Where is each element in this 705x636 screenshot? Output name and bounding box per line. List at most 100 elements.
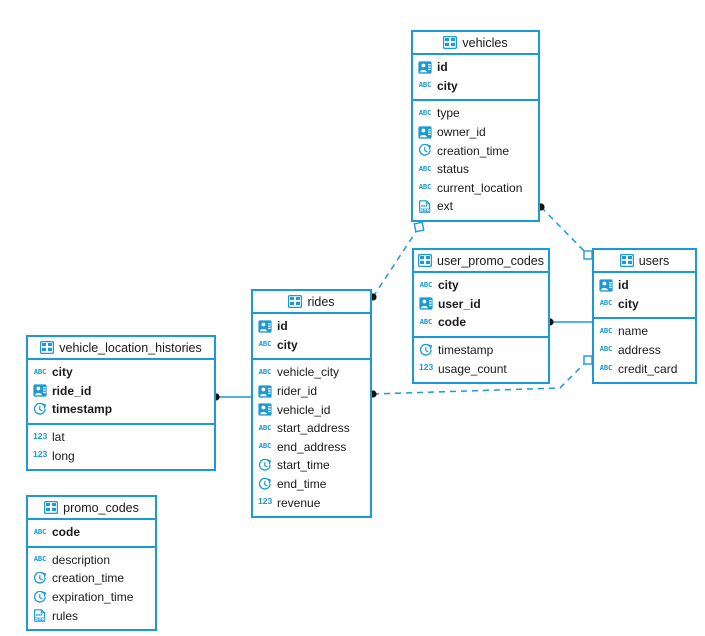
- column-row[interactable]: creation_time: [413, 141, 538, 160]
- column-label: status: [437, 162, 470, 177]
- table-header-rides[interactable]: rides: [253, 291, 370, 314]
- key-person-icon: [258, 384, 272, 398]
- key-person-icon: [418, 125, 432, 139]
- relationship-square-marker: [583, 355, 593, 365]
- column-label: end_time: [277, 477, 327, 492]
- key-person-icon: [419, 297, 433, 310]
- column-label: city: [437, 78, 458, 93]
- table-name: user_promo_codes: [437, 253, 545, 268]
- column-label: city: [52, 365, 73, 380]
- column-row[interactable]: owner_id: [413, 123, 538, 142]
- table-icon: [44, 501, 59, 514]
- key-person-icon: [258, 320, 272, 333]
- table-name: users: [638, 253, 670, 268]
- table-icon: [418, 254, 432, 267]
- abc-icon: ABC: [258, 422, 272, 432]
- primary-key-row[interactable]: user_id: [414, 295, 548, 314]
- column-row[interactable]: vehicle_id: [253, 400, 370, 419]
- column-label: usage_count: [438, 361, 507, 376]
- column-label: credit_card: [618, 361, 678, 376]
- key-person-icon: [33, 384, 47, 397]
- column-label: start_address: [277, 421, 350, 436]
- column-label: code: [438, 315, 467, 330]
- column-row[interactable]: start_time: [253, 456, 370, 475]
- column-row[interactable]: 123 lat: [28, 428, 214, 447]
- primary-key-row[interactable]: id: [594, 276, 695, 295]
- 123-icon: 123: [33, 449, 48, 460]
- table-header-users[interactable]: users: [594, 250, 695, 273]
- column-row[interactable]: creation_time: [28, 569, 155, 588]
- column-section: 123 lat 123 long: [28, 425, 214, 469]
- relationship-user_promo_codes-to-users[interactable]: [546, 318, 592, 326]
- table-header-user_promo_codes[interactable]: user_promo_codes: [414, 250, 548, 273]
- relationship-vehicle_location_histories-to-rides[interactable]: [212, 393, 251, 401]
- column-label: city: [277, 337, 298, 352]
- column-label: long: [52, 448, 75, 463]
- key-person-icon: [258, 403, 272, 416]
- column-row[interactable]: expiration_time: [28, 588, 155, 607]
- table-name: vehicle_location_histories: [59, 340, 202, 355]
- json-icon: JSON: [418, 200, 432, 213]
- column-row[interactable]: 123 long: [28, 446, 214, 465]
- column-row[interactable]: end_time: [253, 475, 370, 494]
- primary-key-row[interactable]: id: [413, 58, 538, 77]
- column-row[interactable]: ABC start_address: [253, 419, 370, 438]
- svg-text:JSON: JSON: [419, 209, 430, 213]
- column-label: owner_id: [437, 125, 486, 140]
- table-header-vehicles[interactable]: vehicles: [413, 32, 538, 55]
- primary-key-row[interactable]: ride_id: [28, 382, 214, 401]
- 123-icon: 123: [33, 430, 48, 441]
- abc-icon: ABC: [419, 279, 433, 289]
- column-label: creation_time: [437, 143, 510, 158]
- column-label: ride_id: [52, 383, 92, 398]
- column-label: timestamp: [52, 402, 113, 417]
- abc-icon: ABC: [599, 344, 613, 354]
- primary-key-row[interactable]: id: [253, 317, 370, 336]
- table-header-vehicle_location_histories[interactable]: vehicle_location_histories: [28, 337, 214, 360]
- primary-key-row[interactable]: timestamp: [28, 400, 214, 419]
- column-label: lat: [52, 430, 65, 445]
- abc-icon: ABC: [33, 526, 47, 536]
- clock-icon: [418, 144, 432, 157]
- column-label: type: [437, 106, 460, 121]
- table-icon: [619, 254, 634, 267]
- table-header-promo_codes[interactable]: promo_codes: [28, 497, 155, 520]
- clock-icon: [33, 571, 47, 585]
- column-row[interactable]: timestamp: [414, 341, 548, 360]
- column-row[interactable]: rider_id: [253, 382, 370, 401]
- abc-icon: ABC: [33, 554, 47, 564]
- column-label: end_address: [277, 439, 347, 454]
